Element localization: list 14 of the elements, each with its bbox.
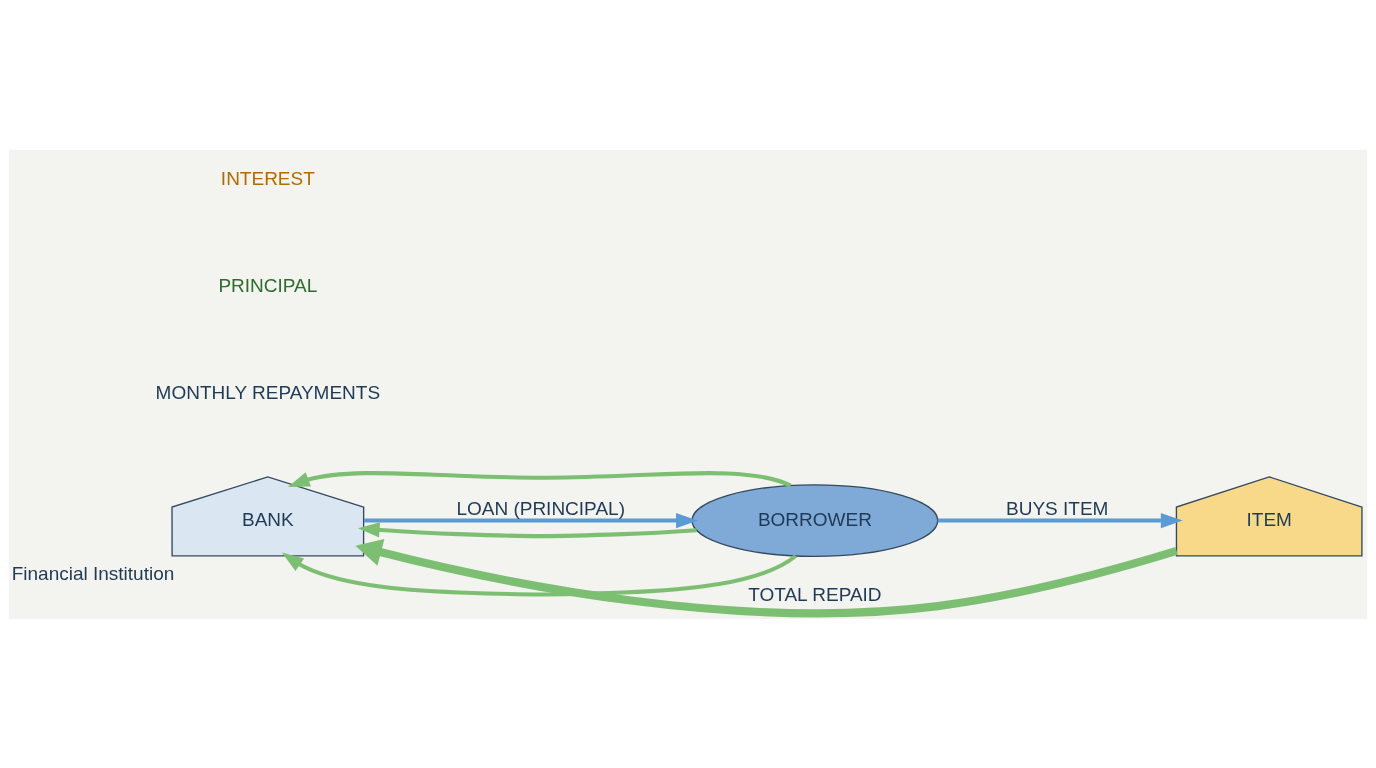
- label: MONTHLY REPAYMENTS: [155, 381, 381, 403]
- arrow: [355, 538, 1178, 617]
- edge-label: TOTAL REPAID: [748, 583, 882, 605]
- arrow: [357, 521, 697, 538]
- edge-label: BUYS ITEM: [1006, 497, 1109, 519]
- label: INTEREST: [220, 167, 315, 189]
- label: PRINCIPAL: [218, 274, 318, 296]
- arrow: [364, 512, 698, 528]
- node-label: Financial Institution: [11, 562, 175, 584]
- arrow: [281, 552, 797, 596]
- edge-label: LOAN (PRINCIPAL): [456, 497, 625, 519]
- node-ellipse: BORROWER: [691, 483, 939, 557]
- arrow: [287, 470, 792, 488]
- arrow: [937, 512, 1183, 528]
